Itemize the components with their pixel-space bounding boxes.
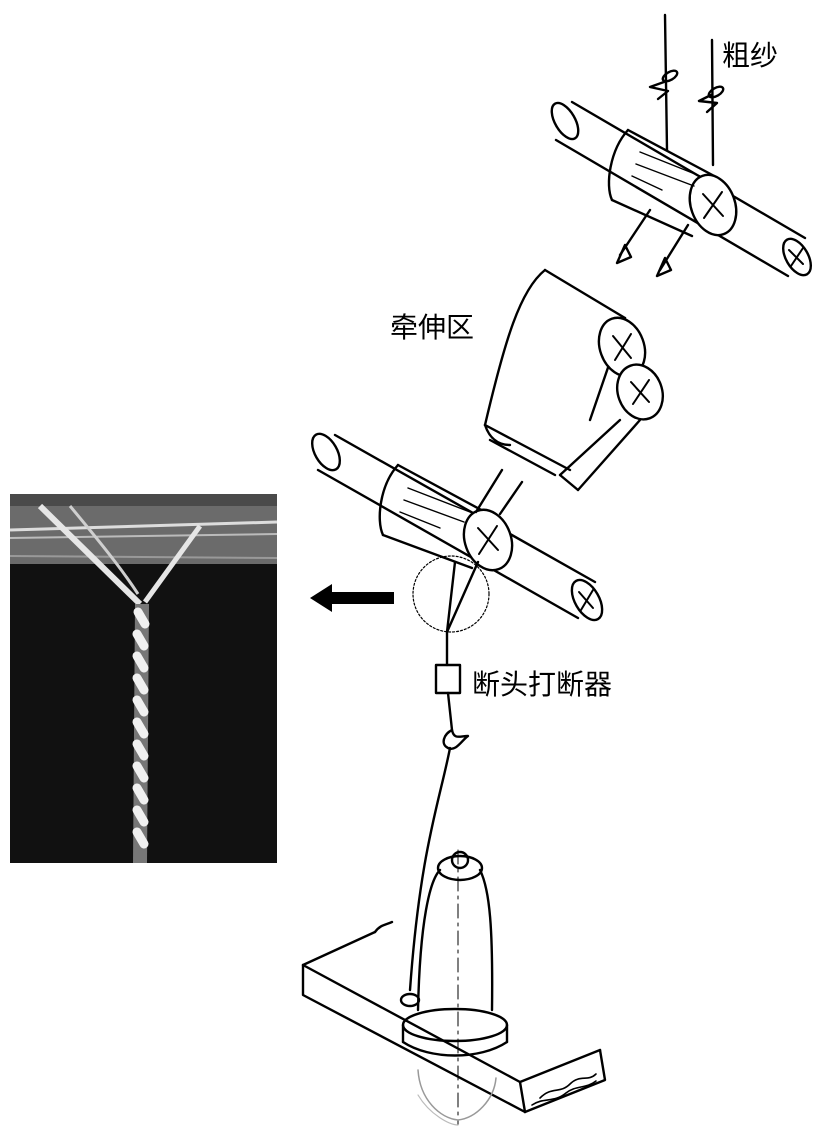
front-roller [310, 432, 604, 622]
fiber-streams [615, 208, 690, 278]
yarn-path [408, 630, 470, 992]
roving-strands [648, 13, 725, 167]
yarn-photo [10, 494, 277, 863]
back-roller [550, 100, 813, 278]
drafting-apron [483, 268, 664, 492]
magnify-circle-icon [412, 555, 490, 633]
spindle [301, 849, 607, 1126]
yarn-breaker-label: 断头打断器 [472, 668, 613, 701]
yarn-breaker-box [434, 663, 462, 695]
spinning-triangle [412, 555, 490, 634]
roving-label: 粗纱 [722, 39, 779, 72]
left-arrow-icon [310, 584, 394, 612]
drafting-zone-label: 牵伸区 [390, 311, 475, 344]
